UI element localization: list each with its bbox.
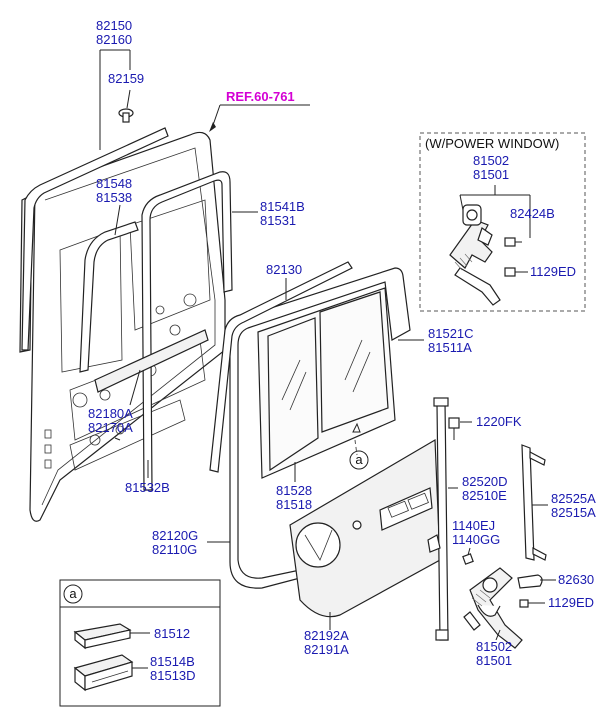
label-81531: 81531: [260, 213, 296, 228]
callout-a-label: a: [355, 452, 363, 467]
label-82180a: 82180A: [88, 406, 133, 421]
label-82515a: 82515A: [551, 505, 596, 520]
channel-81514b-icon: [73, 654, 134, 692]
label-82630: 82630: [558, 572, 594, 587]
label-1140gg: 1140GG: [452, 532, 500, 547]
inset-a-circle-label: a: [69, 586, 77, 601]
clip-82159-icon: [118, 108, 134, 123]
label-1220fk: 1220FK: [476, 414, 522, 429]
guide-rail-82520d: [436, 401, 449, 641]
label-81518: 81518: [276, 497, 312, 512]
label-81538: 81538: [96, 190, 132, 205]
label-81502-bottom: 81502: [476, 639, 512, 654]
label-82424b: 82424B: [510, 206, 555, 221]
ref-label: REF.60-761: [226, 89, 295, 104]
label-81511a: 81511A: [428, 340, 472, 355]
label-81521c: 81521C: [428, 326, 474, 341]
label-82192a: 82192A: [304, 628, 349, 643]
bolt-1129ed-bottom-icon: [519, 599, 536, 608]
label-82510e: 82510E: [462, 488, 507, 503]
label-82520d: 82520D: [462, 474, 508, 489]
inset-a-frame: [59, 579, 221, 707]
seal-strip-82130: [209, 261, 353, 473]
label-82110g: 82110G: [152, 542, 197, 557]
label-82525a: 82525A: [551, 491, 596, 506]
label-81532b: 81532B: [125, 480, 170, 495]
label-82160: 82160: [96, 32, 132, 47]
window-regulator-81502-bottom: [463, 567, 523, 649]
bolt-1129ed-top-icon: [504, 267, 522, 277]
door-weatherstrip-82150: [21, 127, 169, 351]
label-1129ed-bottom: 1129ED: [548, 595, 594, 610]
label-82120g: 82120G: [152, 528, 198, 543]
run-channel-81541b: [141, 171, 233, 491]
label-1140ej: 1140EJ: [452, 518, 495, 533]
glass-run-81548: [79, 221, 139, 373]
label-81514b: 81514B: [150, 654, 195, 669]
inside-handle-82180a: [94, 329, 209, 393]
label-82130: 82130: [266, 262, 302, 277]
label-81502-top: 81502: [473, 153, 509, 168]
label-82170a: 82170A: [88, 420, 133, 435]
label-81528: 81528: [276, 483, 312, 498]
label-81541b: 81541B: [260, 199, 305, 214]
crank-82630-icon: [517, 574, 543, 589]
door-trim-panel-82192a: [289, 438, 441, 618]
power-window-regulator-81502: [449, 204, 501, 306]
clip-1220fk-icon: [448, 417, 460, 440]
label-82159: 82159: [108, 71, 144, 86]
label-81512: 81512: [154, 626, 190, 641]
power-window-inset-frame: [419, 132, 586, 312]
label-81513d: 81513D: [150, 668, 196, 683]
callout-circle-a: [349, 450, 369, 470]
label-82191a: 82191A: [304, 642, 349, 657]
label-1129ed-top: 1129ED: [530, 264, 576, 279]
label-82150: 82150: [96, 18, 132, 33]
label-81501-top: 81501: [473, 167, 509, 182]
motor-82424b-icon: [504, 237, 522, 247]
power-window-inset-title: (W/POWER WINDOW): [425, 136, 559, 151]
guide-rail-82525a: [521, 444, 535, 561]
label-81501-bottom: 81501: [476, 653, 512, 668]
bolt-1140ej-icon: [462, 553, 474, 565]
leader-lines: [99, 49, 556, 669]
filler-81512-icon: [73, 623, 132, 650]
label-81548: 81548: [96, 176, 132, 191]
